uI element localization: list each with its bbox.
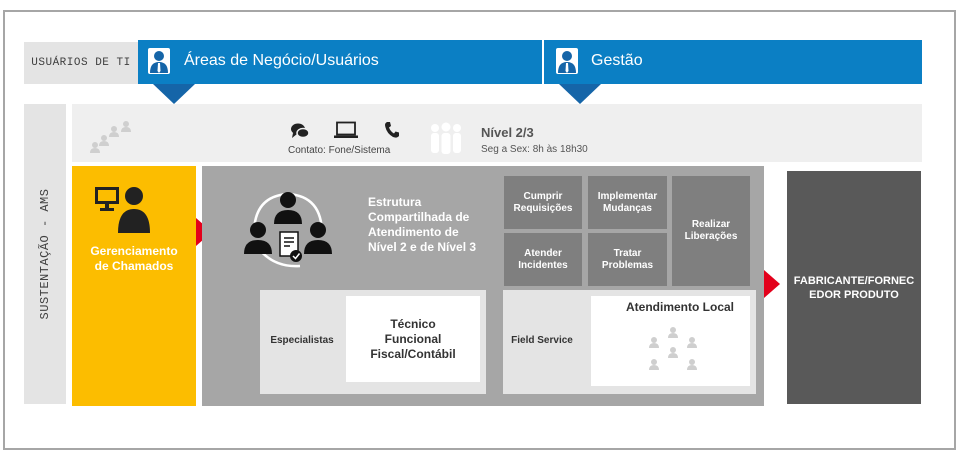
areas-header-bar (138, 40, 542, 84)
chamados-line1: Gerenciamento (90, 244, 178, 258)
sustentacao-label: SUSTENTAÇÃO - AMS (38, 188, 52, 320)
realizar-line1: Realizar (691, 219, 731, 230)
gestao-header-title: Gestão (591, 52, 643, 69)
fabricante-line2: EDOR PRODUTO (809, 288, 899, 301)
field-service-label: Field Service (511, 335, 573, 346)
atender-incidentes-box: Atender Incidentes (504, 233, 582, 286)
gestao-header-arrow (559, 84, 601, 104)
phone-icon (384, 121, 400, 139)
fabricante-panel: FABRICANTE/FORNEC EDOR PRODUTO (787, 171, 921, 404)
tratar-problemas-box: Tratar Problemas (588, 233, 667, 286)
laptop-icon (333, 121, 359, 139)
team-level-icon (428, 122, 464, 154)
implementar-mudancas-box: Implementar Mudanças (588, 176, 667, 229)
monitor-user-icon (94, 184, 158, 234)
sustentacao-sidebar (24, 104, 66, 404)
contact-bar (72, 104, 922, 162)
areas-header-arrow (153, 84, 195, 104)
estrutura-title: Estrutura Compartilhada de Atendimento d… (368, 195, 476, 255)
realizar-line2: Liberações (684, 231, 738, 242)
tratar-label: Tratar Problemas (601, 247, 654, 271)
gestao-user-icon (556, 48, 578, 74)
gestao-header-bar (544, 40, 922, 84)
level-title: Nível 2/3 (481, 125, 534, 140)
team-cycle-icon (240, 186, 336, 270)
atender-line1: Atender (524, 247, 562, 259)
estrutura-line4: Nível 2 e de Nível 3 (368, 240, 477, 254)
estrutura-line3: Atendimento de (368, 225, 459, 239)
tecnico-box: Técnico Funcional Fiscal/Contábil (346, 296, 480, 382)
implementar-line1: Implementar (597, 190, 658, 202)
level-hours: Seg a Sex: 8h às 18h30 (481, 144, 588, 155)
atendimento-local-label: Atendimento Local (626, 300, 735, 314)
implementar-line2: Mudanças (603, 202, 652, 214)
tecnico-line1: Técnico (390, 316, 436, 331)
areas-user-icon (148, 48, 170, 74)
fabricante-line1: FABRICANTE/FORNEC (793, 274, 915, 287)
tecnico-line2: Funcional (384, 331, 442, 346)
local-people-icon (642, 326, 704, 374)
contact-channels: Fone/Sistema (328, 145, 391, 156)
areas-header-title: Áreas de Negócio/Usuários (184, 52, 379, 69)
chamados-panel (72, 166, 196, 406)
estrutura-line2: Compartilhada de (368, 210, 470, 224)
fabricante-red-arrow (764, 270, 780, 298)
chat-icon (290, 122, 310, 140)
chamados-label: Gerenciamento de Chamados (72, 244, 196, 274)
atender-line2: Incidentes (518, 259, 568, 271)
estrutura-line1: Estrutura (368, 195, 422, 209)
contact-label: Contato: Fone/Sistema (288, 145, 390, 156)
cumprir-line1: Cumprir (523, 190, 563, 202)
contact-prefix: Contato: (288, 145, 326, 156)
atendimento-local-box (591, 296, 750, 386)
chamados-line2: de Chamados (94, 259, 174, 273)
usuarios-ti-label: USUÁRIOS DE TI (24, 42, 138, 84)
people-group-icon (86, 118, 138, 156)
realizar-liberacoes-box: Realizar Liberações (672, 176, 750, 286)
tecnico-line3: Fiscal/Contábil (370, 346, 456, 361)
cumprir-requisicoes-box: Cumprir Requisições (504, 176, 582, 229)
especialistas-label: Especialistas (270, 335, 334, 346)
cumprir-line2: Requisições (513, 202, 573, 214)
